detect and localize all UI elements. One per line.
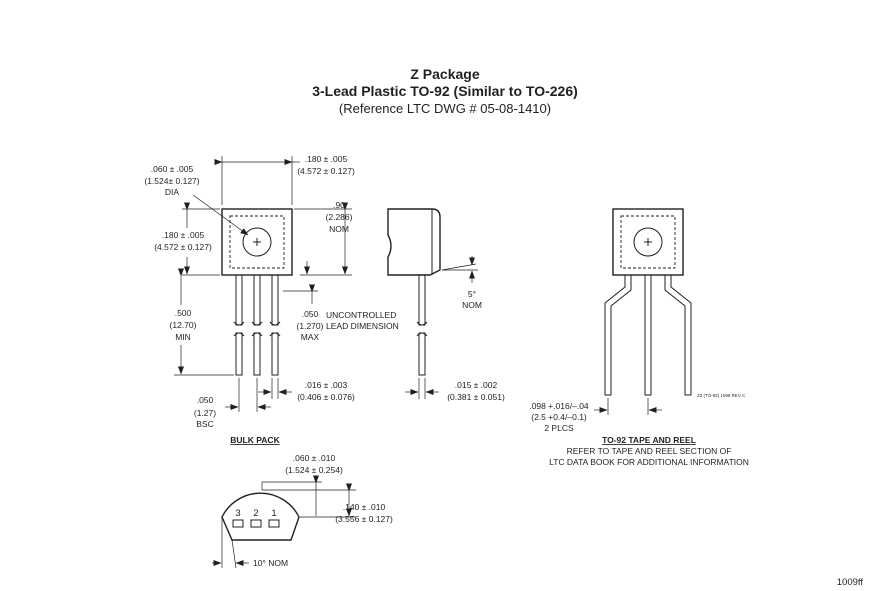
bottom-view: 3 2 1 .060 ± .010 (1.524 ± 0.254) .140 ±… — [212, 453, 393, 569]
dim-height-mm: (4.572 ± 0.127) — [154, 242, 212, 252]
dim-angle-value: 5° — [468, 289, 476, 299]
dim-pitch-mm: (1.27) — [194, 408, 216, 418]
bottom-pad-2 — [250, 519, 262, 528]
bottom-pad-1 — [268, 519, 280, 528]
pin-label-1: 1 — [271, 508, 276, 519]
bottom-pad-3 — [232, 519, 244, 528]
dim-bottom-width-in: .060 ± .010 — [293, 453, 336, 463]
figure-id: 1009ff — [837, 577, 864, 588]
ejector-pin-circle — [242, 227, 272, 257]
pin-label-2: 2 — [253, 508, 258, 519]
side-body — [387, 208, 441, 276]
dim-lead-length-in: .500 — [175, 308, 192, 318]
bottom-body — [221, 492, 300, 541]
front-view: .180 ± .005 (4.572 ± 0.127) .060 ± .005 … — [144, 154, 398, 445]
dim-tape-mm: (2.5 +0.4/–0.1) — [531, 412, 587, 422]
package-subtitle: 3-Lead Plastic TO-92 (Similar to TO-226) — [312, 83, 578, 99]
dim-bottom-angle: 10° NOM — [253, 558, 288, 568]
dim-lead-thickness-mm: (0.381 ± 0.051) — [447, 392, 505, 402]
dim-uncontrolled-mm: (1.270) — [297, 321, 324, 331]
package-title: Z Package — [410, 66, 479, 82]
front-body-inner — [229, 215, 285, 269]
dim-seat-mm: (2.286) — [326, 212, 353, 222]
dim-lead-thickness-in: .015 ± .002 — [455, 380, 498, 390]
package-reference: (Reference LTC DWG # 05-08-1410) — [339, 101, 551, 116]
tape-ejector-circle — [633, 227, 663, 257]
dim-dia-mm: (1.524± 0.127) — [144, 176, 199, 186]
pin-label-3: 3 — [235, 508, 240, 519]
dim-seat-label: NOM — [329, 224, 349, 234]
section-bulk-pack: BULK PACK — [230, 435, 280, 445]
tape-note-1: REFER TO TAPE AND REEL SECTION OF — [567, 446, 732, 456]
dim-uncontrolled-max: MAX — [301, 332, 320, 342]
tape-reel-view: Z3 (TO-92) 1098 REV C .098 +.016/–.04 (2… — [529, 208, 749, 467]
front-lead-middle — [251, 274, 263, 376]
tape-note-2: LTC DATA BOOK FOR ADDITIONAL INFORMATION — [549, 457, 749, 467]
dim-dia-label: DIA — [165, 187, 180, 197]
uncontrolled-label-1: UNCONTROLLED — [326, 310, 396, 320]
dim-height-in: .180 ± .005 — [162, 230, 205, 240]
tape-body-inner — [620, 215, 676, 269]
dim-pitch-label: BSC — [196, 419, 213, 429]
dim-tape-in: .098 +.016/–.04 — [529, 401, 589, 411]
dim-lead-width-in: .016 ± .003 — [305, 380, 348, 390]
dim-lead-width-mm: (0.406 ± 0.076) — [297, 392, 355, 402]
side-view: 5° NOM .015 ± .002 (0.381 ± 0.051) — [387, 208, 505, 402]
tape-lead-middle — [644, 274, 652, 396]
front-lead-right — [269, 274, 281, 376]
dim-bottom-height-in: .140 ± .010 — [343, 502, 386, 512]
dim-seat-in: .90 — [333, 200, 345, 210]
dim-angle-label: NOM — [462, 300, 482, 310]
dim-lead-length-label: MIN — [175, 332, 191, 342]
dim-width-in: .180 ± .005 — [305, 154, 348, 164]
tape-lead-right — [664, 275, 692, 396]
dim-dia-in: .060 ± .005 — [151, 164, 194, 174]
dim-bottom-height-mm: (3.556 ± 0.127) — [335, 514, 393, 524]
tape-lead-left — [604, 275, 632, 396]
dim-tape-label: 2 PLCS — [544, 423, 574, 433]
dim-pitch-in: .050 — [197, 395, 214, 405]
dim-width-mm: (4.572 ± 0.127) — [297, 166, 355, 176]
drawing-code: Z3 (TO-92) 1098 REV C — [697, 393, 746, 398]
dim-lead-length-mm: (12.70) — [170, 320, 197, 330]
dim-uncontrolled-in: .050 — [302, 309, 319, 319]
front-lead-left — [233, 274, 245, 376]
section-tape-reel: TO-92 TAPE AND REEL — [602, 435, 696, 445]
dim-bottom-width-mm: (1.524 ± 0.254) — [285, 465, 343, 475]
uncontrolled-label-2: LEAD DIMENSION — [326, 321, 399, 331]
